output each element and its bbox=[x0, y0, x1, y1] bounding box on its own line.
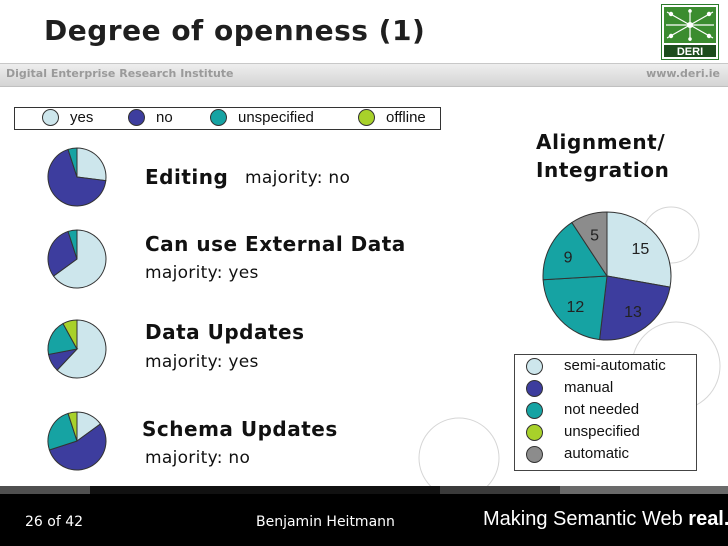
alignment-title-line1: Alignment/ bbox=[536, 130, 666, 154]
majority-data-updates: majority: yes bbox=[145, 352, 259, 372]
pie-slice-yes bbox=[52, 229, 107, 289]
logo-text: DERI bbox=[677, 46, 703, 58]
alignment-legend-swatch-semi-automatic bbox=[526, 358, 543, 375]
pie-slice-semi-automatic bbox=[606, 211, 672, 288]
legend-swatch-offline bbox=[358, 109, 375, 126]
footer-bar bbox=[0, 494, 728, 546]
pie-chart-data-updates bbox=[47, 319, 107, 379]
alignment-legend-swatch-automatic bbox=[526, 446, 543, 463]
slogan-bold: real. bbox=[688, 508, 728, 530]
alignment-title: Alignment/ Integration bbox=[536, 128, 669, 184]
heading-schema-updates: Schema Updates bbox=[142, 417, 338, 441]
majority-schema-updates: majority: no bbox=[145, 448, 251, 468]
author-name: Benjamin Heitmann bbox=[256, 514, 395, 530]
heading-external-data: Can use External Data bbox=[145, 232, 406, 256]
pie-data-label-manual: 13 bbox=[624, 304, 642, 321]
pie-legend bbox=[14, 107, 441, 130]
pie-chart-editing bbox=[47, 147, 107, 207]
pie-data-label-unspecified: 9 bbox=[564, 249, 573, 266]
alignment-legend-swatch-not-needed bbox=[526, 402, 543, 419]
legend-label-offline: offline bbox=[386, 109, 426, 126]
footer-stripe bbox=[0, 486, 728, 494]
slide-title: Degree of openness (1) bbox=[44, 14, 426, 47]
legend-swatch-yes bbox=[42, 109, 59, 126]
pie-slice-no bbox=[47, 230, 78, 277]
pie-slice-yes bbox=[76, 147, 107, 182]
alignment-legend-label-semi-automatic: semi-automatic bbox=[564, 357, 666, 374]
alignment-legend-label-unspecified: unspecified bbox=[564, 423, 640, 440]
pie-data-label-automatic: 5 bbox=[590, 227, 599, 244]
slogan-main: Making Semantic Web bbox=[483, 508, 689, 530]
alignment-title-line2: Integration bbox=[536, 158, 670, 182]
pie-slice-manual bbox=[599, 275, 671, 341]
pie-slice-unspecified bbox=[47, 412, 78, 451]
pie-slice-unspecified bbox=[67, 229, 78, 260]
page-number: 26 of 42 bbox=[25, 514, 84, 530]
alignment-legend-label-not-needed: not needed bbox=[564, 401, 640, 418]
deri-logo: DERI bbox=[661, 4, 719, 60]
pie-chart-alignment: 15 13 12 95 bbox=[542, 211, 672, 341]
site-url[interactable]: www.deri.ie bbox=[646, 67, 720, 80]
heading-data-updates: Data Updates bbox=[145, 320, 305, 344]
alignment-legend-label-manual: manual bbox=[564, 379, 614, 396]
pie-data-label-semi-automatic: 15 bbox=[631, 241, 649, 258]
heading-editing: Editing bbox=[145, 165, 229, 189]
legend-label-unspecified: unspecified bbox=[238, 109, 314, 126]
pie-slice-offline bbox=[62, 319, 78, 350]
alignment-legend-label-automatic: automatic bbox=[564, 445, 630, 462]
pie-slice-automatic bbox=[571, 211, 608, 278]
slogan: Making Semantic Web real. bbox=[483, 508, 728, 531]
majority-external-data: majority: yes bbox=[145, 263, 259, 283]
pie-slice-no bbox=[48, 423, 107, 471]
header-bar bbox=[0, 63, 728, 87]
pie-slice-no bbox=[47, 148, 107, 207]
pie-data-label-not-needed: 12 bbox=[566, 299, 584, 316]
pie-chart-external-data bbox=[47, 229, 107, 289]
pie-slice-unspecified bbox=[47, 322, 78, 356]
legend-swatch-no bbox=[128, 109, 145, 126]
alignment-legend-swatch-manual bbox=[526, 380, 543, 397]
alignment-legend-swatch-unspecified bbox=[526, 424, 543, 441]
majority-editing: majority: no bbox=[245, 168, 351, 188]
legend-swatch-unspecified bbox=[210, 109, 227, 126]
pie-chart-schema-updates bbox=[47, 411, 107, 471]
alignment-legend bbox=[514, 354, 697, 471]
institute-name: Digital Enterprise Research Institute bbox=[6, 67, 234, 80]
pie-slice-yes bbox=[56, 319, 107, 379]
legend-label-no: no bbox=[156, 109, 173, 126]
pie-slice-offline bbox=[67, 411, 78, 442]
pie-slice-not-needed bbox=[542, 275, 608, 341]
pie-slice-unspecified bbox=[542, 221, 608, 281]
pie-slice-unspecified bbox=[67, 147, 78, 178]
legend-label-yes: yes bbox=[70, 109, 94, 126]
